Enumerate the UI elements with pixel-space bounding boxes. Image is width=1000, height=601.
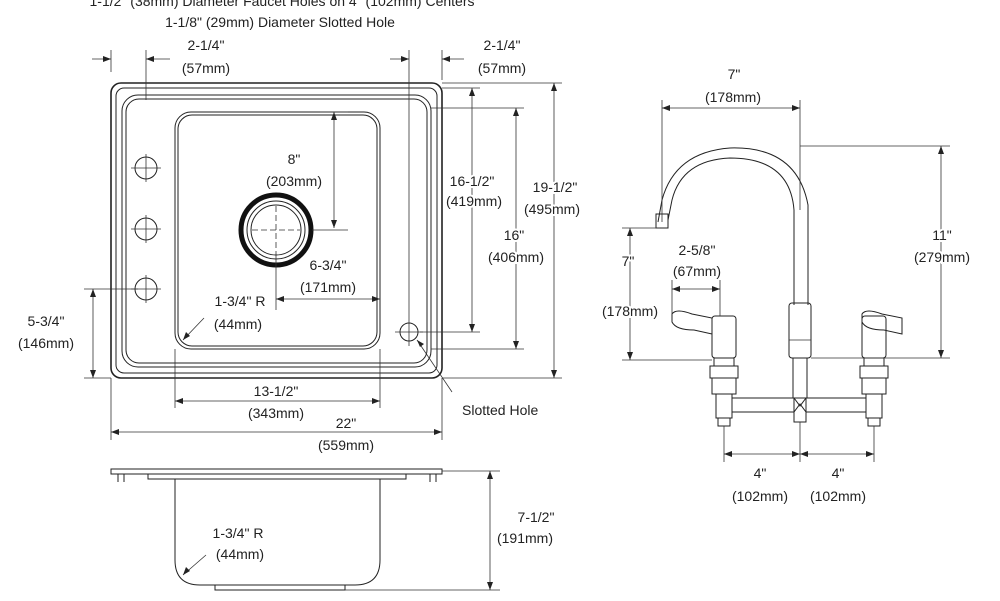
side-corner-radius-metric: (44mm) (216, 546, 264, 562)
dim-overall-length-metric: (495mm) (524, 201, 580, 217)
dim-corner-radius (182, 317, 205, 341)
dim-faucet-reach-imperial: 7" (728, 66, 741, 82)
dim-left-height-imperial: 5-3/4" (28, 313, 65, 329)
dim-overall-length-imperial: 19-1/2" (533, 179, 578, 195)
dim-faucet-height-metric: (279mm) (914, 249, 970, 265)
dim-sink-depth-imperial: 7-1/2" (518, 509, 555, 525)
faucet-hole-top (131, 154, 161, 182)
dim-center-spacing (723, 422, 875, 462)
dim-left-height (84, 288, 138, 379)
dim-drain-setback-metric: (203mm) (266, 173, 322, 189)
dim-overall-width-imperial: 22" (336, 415, 357, 431)
slotted-hole-label: Slotted Hole (462, 402, 538, 418)
dim-faucet-height (800, 145, 950, 359)
dim-sink-depth-metric: (191mm) (497, 530, 553, 546)
dim-faucet-height-imperial: 11" (932, 227, 952, 243)
dim-spout-clearance (622, 227, 712, 361)
faucet-drawing (655, 147, 903, 427)
dim-drain-center (275, 254, 380, 310)
dim-overall-length (442, 82, 562, 379)
dim-left-offset (92, 50, 170, 100)
dim-bowl-width (174, 349, 381, 408)
dim-center-left-metric: (102mm) (732, 488, 788, 504)
dim-left-offset-imperial: 2-1/4" (188, 37, 225, 53)
dim-center-right-metric: (102mm) (810, 488, 866, 504)
dim-spout-clearance-metric: (178mm) (602, 303, 658, 319)
dim-faucet-reach-metric: (178mm) (705, 89, 761, 105)
dim-overall-width-metric: (559mm) (318, 437, 374, 453)
dim-handle-length-metric: (67mm) (673, 263, 721, 279)
dim-bowl-length (420, 87, 480, 333)
dim-left-height-metric: (146mm) (18, 335, 74, 351)
dim-drain-setback (312, 111, 348, 231)
dim-bowl-length-metric: (419mm) (446, 193, 502, 209)
dim-bowl-width-metric: (343mm) (248, 405, 304, 421)
dim-bowl-width-imperial: 13-1/2" (254, 383, 299, 399)
dim-sink-depth (345, 470, 500, 591)
dim-center-left-imperial: 4" (754, 465, 767, 481)
dim-center-right-imperial: 4" (832, 465, 845, 481)
dim-inner-length-metric: (406mm) (488, 249, 544, 265)
dim-handle-length (671, 280, 721, 316)
side-corner-radius-imperial: 1-3/4" R (213, 525, 264, 541)
faucet-hole-middle (131, 215, 161, 243)
dim-right-offset-imperial: 2-1/4" (484, 37, 521, 53)
dim-bowl-length-imperial: 16-1/2" (450, 173, 495, 189)
dim-drain-setback-imperial: 8" (288, 151, 301, 167)
dim-right-offset-metric: (57mm) (478, 60, 526, 76)
dim-drain-center-metric: (171mm) (300, 279, 356, 295)
dim-faucet-reach (661, 100, 801, 222)
dim-inner-length (431, 107, 524, 350)
sink-side-view (110, 468, 443, 591)
dim-left-offset-metric: (57mm) (182, 60, 230, 76)
faucet-holes-note: 1-1/2" (38mm) Diameter Faucet Holes on 4… (90, 0, 475, 9)
sink-top-view (110, 82, 443, 379)
dim-drain-center-imperial: 6-3/4" (310, 257, 347, 273)
dim-right-offset (390, 50, 464, 318)
dim-handle-length-imperial: 2-5/8" (679, 242, 716, 258)
dim-inner-length-imperial: 16" (504, 227, 525, 243)
slotted-hole-note: 1-1/8" (29mm) Diameter Slotted Hole (165, 14, 395, 30)
dim-corner-radius-imperial: 1-3/4" R (215, 293, 266, 309)
dim-spout-clearance-imperial: 7" (622, 253, 635, 269)
slotted-hole (395, 318, 453, 393)
dim-corner-radius-metric: (44mm) (214, 316, 262, 332)
dim-overall-width (110, 378, 443, 440)
